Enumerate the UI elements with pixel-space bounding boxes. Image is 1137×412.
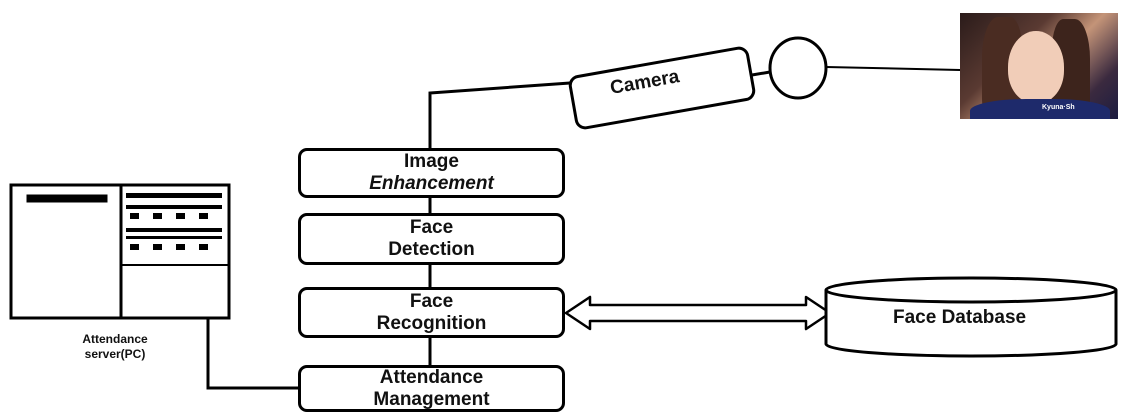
attendance-management-line1: Attendance [379, 366, 484, 388]
face-detection-line1: Face [409, 217, 454, 238]
attendance-server-label: Attendance server(PC) [55, 332, 175, 362]
server-to-management-line [206, 318, 298, 390]
lens-to-photo-line [825, 66, 961, 71]
face-detection-box: Face Detection [298, 213, 565, 265]
attendance-server-line2: server(PC) [84, 347, 146, 361]
person-photo: Kyuna·Sh [960, 13, 1118, 119]
server-pc-icon [9, 183, 231, 320]
camera-to-enhancement-line [428, 81, 571, 148]
photo-face [1008, 31, 1064, 103]
face-database-label: Face Database [893, 307, 1027, 328]
photo-watermark: Kyuna·Sh [1042, 104, 1075, 111]
face-recognition-line1: Face [409, 290, 454, 312]
attendance-management-box: Attendance Management [298, 365, 565, 412]
face-detection-line2: Detection [388, 239, 475, 260]
face-recognition-line2: Recognition [376, 312, 487, 334]
camera-box [568, 46, 756, 130]
image-enhancement-line1: Image [404, 151, 459, 172]
image-enhancement-line2: Enhancement [369, 173, 494, 194]
image-enhancement-box: Image Enhancement [298, 148, 565, 198]
face-recognition-box: Face Recognition [298, 287, 565, 338]
camera-to-lens-line [751, 70, 771, 77]
camera-lens-icon [768, 36, 828, 100]
attendance-server-line1: Attendance [82, 332, 148, 346]
bidirectional-arrow-icon [564, 295, 832, 331]
face-database-cylinder [824, 276, 1118, 358]
attendance-management-line2: Management [373, 388, 490, 410]
photo-shirt [970, 99, 1110, 119]
